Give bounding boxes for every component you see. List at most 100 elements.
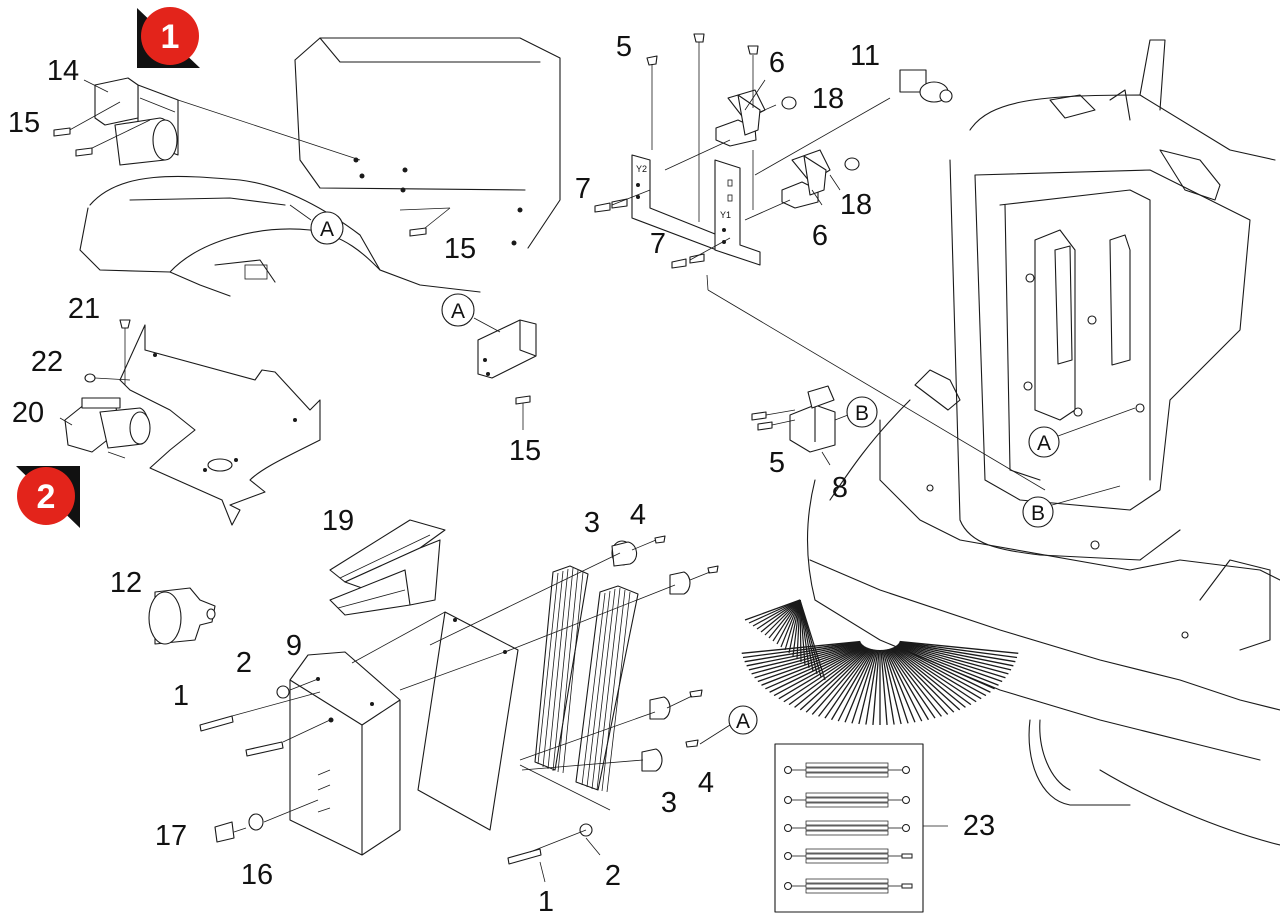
part-6-solenoid-upper xyxy=(715,89,766,147)
brush-bristle xyxy=(765,645,864,690)
brush-bristle xyxy=(783,646,867,703)
brush-bristle xyxy=(799,647,870,711)
harness-wire xyxy=(805,772,889,778)
ref-bubble-a-chassis: A xyxy=(289,204,344,245)
callout-5-b: 5 xyxy=(769,447,785,479)
harness-wire xyxy=(805,858,889,864)
brush-bristle xyxy=(752,599,801,627)
brush-bristle xyxy=(894,646,982,700)
brush-bristle xyxy=(799,599,826,681)
svg-text:A: A xyxy=(451,300,465,323)
harness-terminal xyxy=(902,766,910,774)
svg-text:A: A xyxy=(736,710,750,733)
callout-3-b: 3 xyxy=(661,787,677,819)
brush-bristle xyxy=(892,647,972,706)
brush-bristle xyxy=(884,649,916,723)
brush-bristle xyxy=(889,648,949,715)
callout-21: 21 xyxy=(68,293,100,325)
brush-bristle xyxy=(891,647,966,708)
harness-wire xyxy=(805,767,889,773)
part-9-controller-box xyxy=(289,651,401,856)
harness-terminal xyxy=(784,796,792,804)
section-marker-2: 2 xyxy=(16,466,80,528)
harness-wire xyxy=(805,848,889,854)
callout-15-c: 15 xyxy=(509,435,541,467)
callout-2-a: 2 xyxy=(236,647,252,679)
harness-terminal xyxy=(784,882,792,890)
leaders-bottom-center xyxy=(231,539,731,883)
part-6-solenoid-lower xyxy=(781,149,831,209)
brush-bristle xyxy=(858,649,878,725)
brush-bristle xyxy=(885,649,923,722)
brush-bristle xyxy=(830,649,874,721)
brush-bristle xyxy=(792,599,801,657)
brush-bristle xyxy=(757,644,863,683)
ref-bubble-a-pin: A xyxy=(728,705,758,735)
brush-bristle xyxy=(898,643,1009,675)
callout-23: 23 xyxy=(963,810,995,842)
harness-wire xyxy=(805,883,889,889)
harness-wire xyxy=(805,888,889,894)
brush-bristle xyxy=(818,648,872,717)
chassis-top-left xyxy=(79,37,561,297)
brush-bristle xyxy=(748,642,862,671)
section-marker-2-label: 2 xyxy=(37,478,56,516)
harness-wires xyxy=(784,762,913,894)
svg-text:A: A xyxy=(1037,432,1051,455)
screws-15-top xyxy=(53,127,427,237)
brush-bristle xyxy=(888,648,942,717)
callout-1-a: 1 xyxy=(173,680,189,712)
brush-bristle xyxy=(760,599,801,633)
part-8-switch xyxy=(751,385,849,466)
harness-wire xyxy=(805,878,889,884)
brush-bristle xyxy=(796,599,801,660)
brush-bristle xyxy=(887,648,936,719)
callout-5-a: 5 xyxy=(616,31,632,63)
brush-bristle xyxy=(794,647,869,708)
ref-bubble-b-machine: B xyxy=(1022,485,1121,528)
brush-bristle xyxy=(898,642,1014,667)
callout-4-a: 4 xyxy=(630,499,646,531)
brush-bristle xyxy=(886,649,930,721)
side-brush xyxy=(741,599,1019,725)
brush-bristle xyxy=(899,641,1018,659)
part-14-solenoid xyxy=(94,77,179,166)
callout-18-a: 18 xyxy=(812,83,844,115)
brush-bristle xyxy=(881,649,895,725)
brush-bristle xyxy=(751,643,862,675)
harness-wire xyxy=(805,830,889,836)
brush-bristle xyxy=(896,645,995,690)
harness-terminal xyxy=(902,796,910,804)
svg-text:A: A xyxy=(320,218,334,241)
part-22-nut xyxy=(84,373,131,383)
brush-bristle xyxy=(799,599,802,663)
callout-3-a: 3 xyxy=(584,507,600,539)
callout-2-b: 2 xyxy=(605,860,621,892)
harness-wire xyxy=(805,802,889,808)
ref-bubble-a-machine: A xyxy=(1028,407,1136,458)
part-21-screw xyxy=(119,319,131,385)
parts-3-spacers-and-4-pins xyxy=(611,535,719,772)
brush-bristle xyxy=(776,599,801,645)
brush-bristle xyxy=(788,599,801,654)
brush-bristle xyxy=(851,649,877,724)
callout-15-a: 15 xyxy=(8,107,40,139)
harness-terminal xyxy=(902,824,910,832)
callout-11: 11 xyxy=(850,40,880,72)
callout-8: 8 xyxy=(832,472,848,504)
brush-bristle xyxy=(883,649,909,724)
brush-bristle xyxy=(865,649,879,725)
screws-top-center xyxy=(594,33,860,269)
harness-terminal xyxy=(901,883,913,889)
heatsink-left xyxy=(534,565,589,774)
part-19-ribbon-cable xyxy=(329,519,446,616)
brush-bristle xyxy=(899,640,1019,654)
svg-text:B: B xyxy=(855,402,869,425)
harness-terminal xyxy=(784,852,792,860)
callout-14: 14 xyxy=(47,55,79,87)
callout-18-b: 18 xyxy=(840,189,872,221)
brush-bristle xyxy=(895,645,991,693)
part-a-bracket xyxy=(473,317,537,430)
brush-bristle xyxy=(898,642,1012,671)
